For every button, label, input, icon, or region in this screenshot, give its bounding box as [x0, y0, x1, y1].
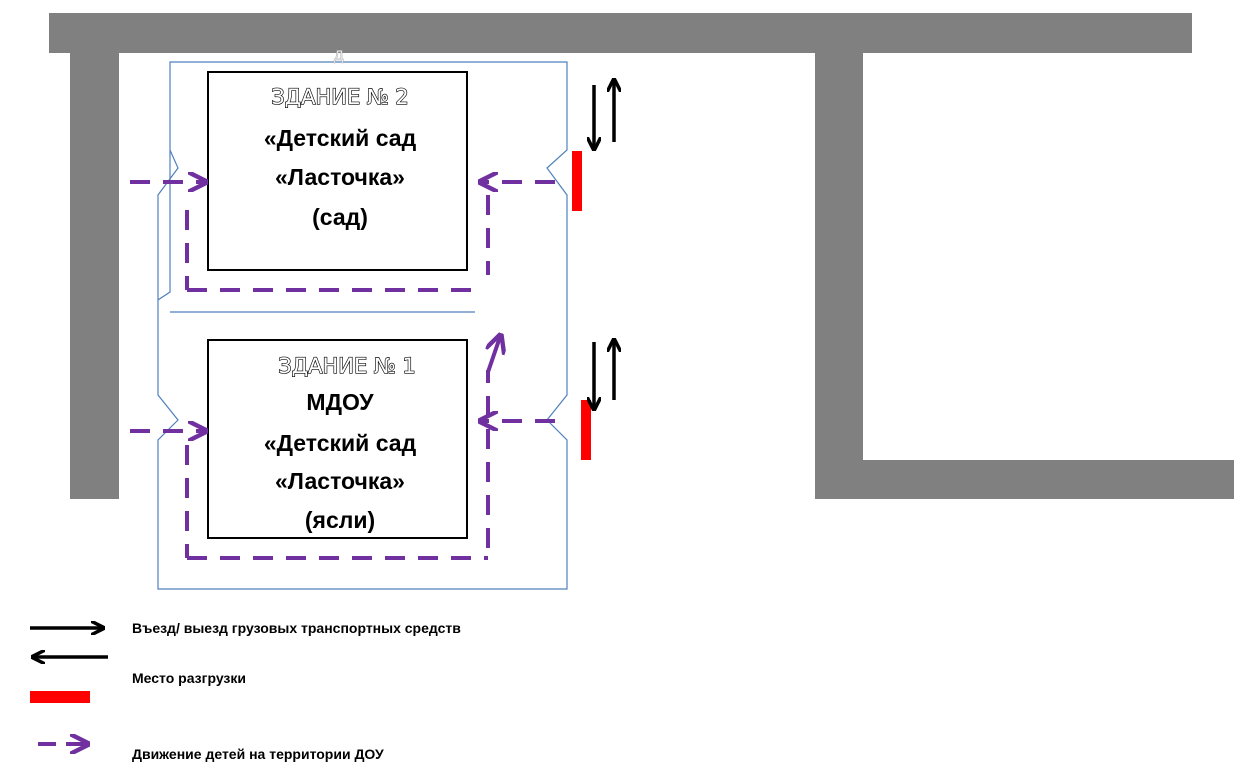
territory-fence [157, 61, 568, 590]
path-exit-arrow [488, 337, 500, 373]
road-left [70, 53, 119, 499]
red-bar-icon [30, 691, 90, 703]
building-2: ЗДАНИЕ № 2 «Детский сад «Ласточка» (сад) [207, 71, 468, 271]
building-1-name: ЗДАНИЕ № 1 [278, 354, 416, 378]
roads [49, 13, 1234, 499]
building-2-outline [207, 71, 468, 271]
building-2-line-2: «Ласточка» [275, 164, 405, 190]
children-paths [130, 182, 555, 560]
legend-label-unloading: Место разгрузки [132, 670, 247, 686]
building-2-line-1: «Детский сад [264, 125, 417, 151]
road-top [49, 13, 1192, 53]
legend-icons [30, 628, 108, 744]
building-1-line-1: МДОУ [306, 389, 374, 415]
building-2-line-3: (сад) [312, 204, 368, 230]
building-1-outline [207, 339, 468, 539]
road-right-bottom [863, 460, 1234, 499]
unload-place-2 [581, 400, 591, 460]
building-1-line-2: «Детский сад [264, 430, 417, 456]
legend-label-children-movement: Движение детей на территории ДОУ [132, 746, 384, 762]
building-1-line-4: (ясли) [305, 507, 375, 533]
building-1: ЗДАНИЕ № 1 МДОУ «Детский сад «Ласточка» … [207, 339, 468, 539]
building-1-line-3: «Ласточка» [275, 468, 405, 494]
legend-label-truck-entry: Въезд/ выезд грузовых транспортных средс… [132, 620, 461, 636]
unload-place-1 [572, 151, 582, 211]
top-mark: Д [334, 47, 344, 63]
two-way-arrow-icon [30, 628, 108, 657]
road-middle [815, 53, 863, 499]
truck-arrows-bottom [594, 341, 614, 408]
building-2-name: ЗДАНИЕ № 2 [271, 85, 409, 109]
truck-arrows-top [594, 81, 614, 148]
